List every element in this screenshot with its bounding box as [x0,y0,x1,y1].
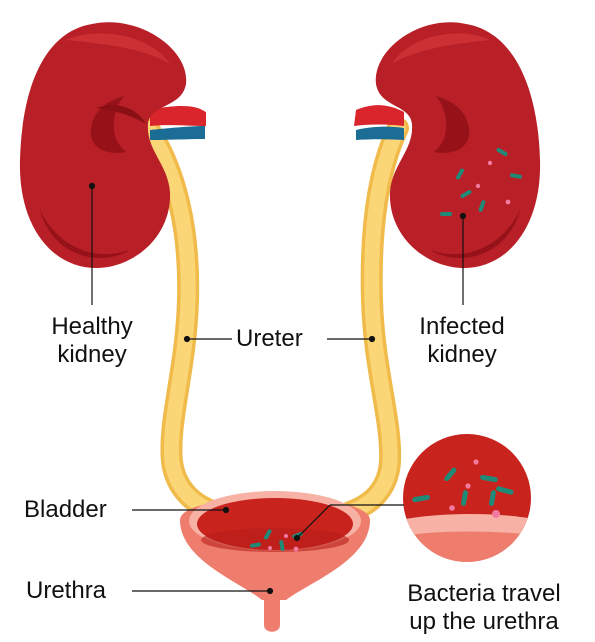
healthy-kidney-label: Healthy kidney [30,313,154,369]
urethra-label: Urethra [26,577,106,605]
infected-kidney-label: Infected kidney [400,313,524,369]
bladder-label: Bladder [24,496,107,524]
ureter-label: Ureter [236,325,303,353]
bacteria-caption: Bacteria travel up the urethra [384,580,584,636]
magnifier-icon [400,430,540,570]
bladder-icon [180,491,370,632]
